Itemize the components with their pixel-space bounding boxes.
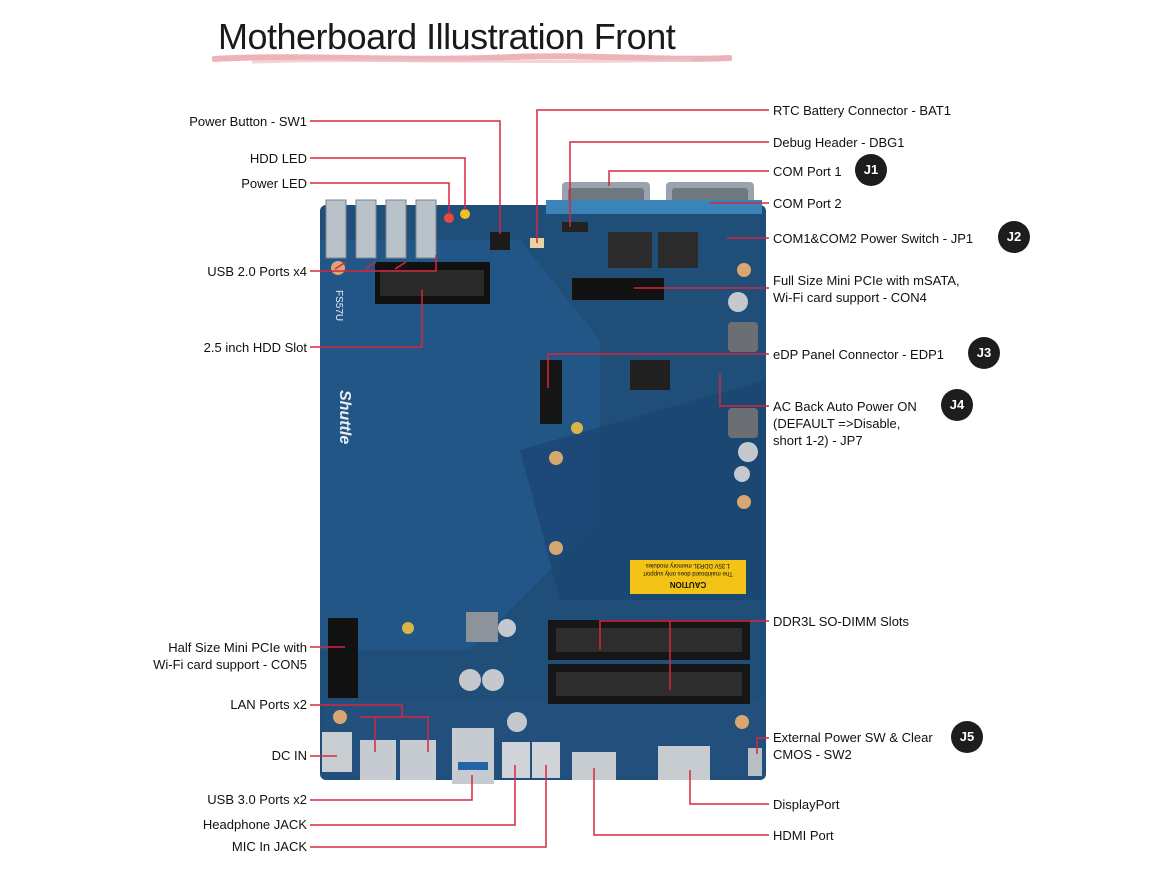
label-com-port-2: COM Port 2 [773,196,842,211]
label-debug-header: Debug Header - DBG1 [773,135,905,150]
label-dc-in: DC IN [271,748,307,763]
badge-j3: J3 [968,337,1000,369]
label-hdmi-port: HDMI Port [773,828,834,843]
badge-j2: J2 [998,221,1030,253]
label-displayport: DisplayPort [773,797,840,812]
label-headphone-jack: Headphone JACK [202,817,307,832]
rtc-connector [530,238,544,248]
lan-port-1 [360,740,396,780]
label-ext-power-line2: CMOS - SW2 [773,747,852,762]
page-title: Motherboard Illustration Front [218,16,676,57]
label-hdd-slot: 2.5 inch HDD Slot [203,340,307,355]
dc-in [322,732,352,772]
title-underline-brush [212,53,732,64]
label-full-mini-pcie-line2: Wi-Fi card support - CON4 [773,290,927,305]
badge-j5: J5 [951,721,983,753]
caution-line1: The mainboard does only support [643,570,733,576]
debug-header [562,222,588,232]
badge-j1: J1 [855,154,887,186]
caution-title: CAUTION [670,580,707,589]
lan-port-2 [400,740,436,780]
label-mic-jack: MIC In JACK [231,839,307,854]
ext-power-switch [748,748,762,776]
label-full-mini-pcie-line1: Full Size Mini PCIe with mSATA, [773,273,960,288]
label-ext-power-line1: External Power SW & Clear [773,730,933,745]
label-power-led: Power LED [241,176,307,191]
label-usb3-ports: USB 3.0 Ports x2 [207,792,307,807]
caution-line2: 1.35V DDR3L memory modules [646,562,730,568]
caution-label: CAUTION The mainboard does only support … [630,560,746,594]
label-ac-back-line2: (DEFAULT =>Disable, [773,416,901,431]
displayport [658,746,710,780]
label-half-mini-pcie-line2: Wi-Fi card support - CON5 [153,657,307,672]
board-brand: Shuttle [336,390,353,444]
power-button [490,232,510,250]
label-com-port-1: COM Port 1 [773,164,842,179]
power-led [444,213,454,223]
headphone-jack [502,742,530,778]
label-edp-connector: eDP Panel Connector - EDP1 [773,347,945,362]
label-ac-back-line1: AC Back Auto Power ON [773,399,917,414]
hdmi-port [572,752,616,780]
hdd-led [460,209,470,219]
mic-jack [532,742,560,778]
label-hdd-led: HDD LED [249,151,307,166]
label-ac-back-line3: short 1-2) - JP7 [773,433,863,448]
label-lan-ports: LAN Ports x2 [230,697,307,712]
label-rtc-battery: RTC Battery Connector - BAT1 [773,103,951,118]
label-half-mini-pcie-line1: Half Size Mini PCIe with [168,640,307,655]
label-usb2-ports: USB 2.0 Ports x4 [207,264,307,279]
usb3-ports [452,728,494,784]
label-ddr3l-slots: DDR3L SO-DIMM Slots [773,614,910,629]
badge-j4: J4 [941,389,973,421]
full-mini-pcie [572,278,664,300]
label-power-button: Power Button - SW1 [189,114,307,129]
half-mini-pcie [328,618,358,698]
label-com-power-switch: COM1&COM2 Power Switch - JP1 [773,231,974,246]
board-model: FS57U [333,290,344,321]
